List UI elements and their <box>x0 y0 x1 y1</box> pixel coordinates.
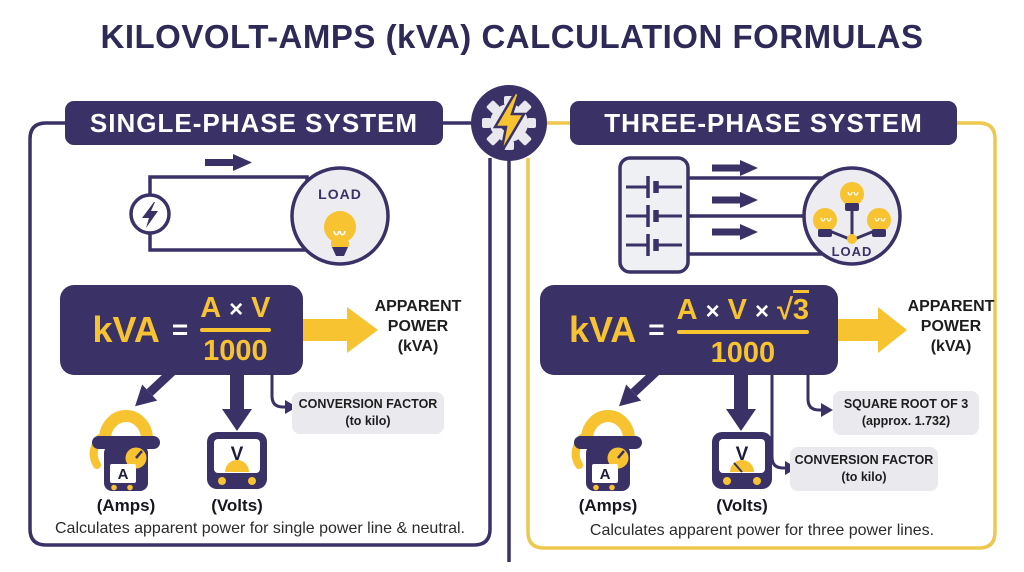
load-label-right: LOAD <box>831 244 873 259</box>
apparent-power-label-left: APPARENT POWER (kVA) <box>362 297 474 357</box>
clamp-meter-icon-left: A <box>89 410 160 491</box>
sqrt-connector-right <box>806 373 833 417</box>
bulb-icon <box>324 211 356 256</box>
phase-arrows <box>712 160 758 240</box>
formula-denominator: 1000 <box>710 337 776 369</box>
note-line1: CONVERSION FACTOR <box>794 453 934 468</box>
apparent-line2: POWER <box>920 318 982 335</box>
conversion-factor-note-right: CONVERSION FACTOR (to kilo) <box>790 447 938 491</box>
load-label-left: LOAD <box>318 186 362 202</box>
fraction-bar <box>676 330 810 334</box>
clamp-meter-icon-right: A <box>571 410 642 491</box>
volts-caption-right: (Volts) <box>716 496 768 515</box>
conversion-connector-left <box>270 375 297 414</box>
single-phase-header-label: SINGLE-PHASE SYSTEM <box>89 107 419 138</box>
formula-equals: = <box>171 314 189 345</box>
formula-volts-term: V <box>251 292 271 324</box>
apparent-line1: APPARENT <box>907 298 995 315</box>
apparent-line2: POWER <box>387 318 449 335</box>
voltmeter-icon-left: V <box>207 432 267 489</box>
amps-caption-right: (Amps) <box>578 496 638 515</box>
formula-amps-term: A <box>676 294 698 326</box>
three-phase-circuit <box>618 156 902 274</box>
three-phase-formula: kVA = A × V × √3 1000 <box>540 285 838 375</box>
radical-sign: √ <box>776 294 793 326</box>
volts-arrow-left <box>222 373 252 431</box>
battery-symbols <box>626 176 682 256</box>
formula-amps-term: A <box>200 292 222 324</box>
amps-caption-left: (Amps) <box>96 496 156 515</box>
three-phase-caption: Calculates apparent power for three powe… <box>589 522 935 539</box>
result-arrow-right <box>838 307 907 353</box>
volt-meter-letter: V <box>736 444 749 465</box>
radicand: 3 <box>792 290 810 327</box>
three-bulbs-icon <box>813 182 891 244</box>
formula-equals: = <box>648 314 665 345</box>
source-lightning-icon <box>142 202 158 228</box>
three-phase-header-label: THREE-PHASE SYSTEM <box>604 107 923 138</box>
note-line2: (approx. 1.732) <box>861 414 951 428</box>
formula-denominator: 1000 <box>203 335 268 367</box>
volts-arrow-right <box>726 373 756 431</box>
apparent-line3: (kVA) <box>930 338 972 355</box>
multiply-sign: × <box>754 298 769 325</box>
amp-meter-letter: A <box>600 466 611 483</box>
note-line1: CONVERSION FACTOR <box>298 397 438 412</box>
single-phase-header: SINGLE-PHASE SYSTEM <box>65 101 443 145</box>
phase-wires <box>688 176 822 256</box>
note-line2: (to kilo) <box>345 414 391 428</box>
formula-fraction: A × V 1000 <box>200 292 271 368</box>
apparent-line1: APPARENT <box>374 298 462 315</box>
result-arrow-left <box>303 307 378 353</box>
conversion-factor-note-left: CONVERSION FACTOR (to kilo) <box>292 392 444 434</box>
single-phase-circuit <box>129 154 390 266</box>
formula-lhs: kVA <box>568 309 637 350</box>
formula-volts-term: V <box>727 294 747 326</box>
volts-caption-left: (Volts) <box>211 496 263 515</box>
amp-meter-letter: A <box>118 466 129 483</box>
formula-fraction: A × V × √3 1000 <box>676 290 810 370</box>
single-phase-caption: Calculates apparent power for single pow… <box>54 520 465 537</box>
note-line1: SQUARE ROOT OF 3 <box>843 397 969 412</box>
volt-meter-letter: V <box>231 444 244 465</box>
single-phase-panel-border <box>28 121 492 547</box>
gear-lightning-icon <box>471 85 547 161</box>
multiply-sign: × <box>229 296 244 323</box>
voltmeter-icon-right: V <box>712 432 772 489</box>
apparent-line3: (kVA) <box>397 338 439 355</box>
page-title: KILOVOLT-AMPS (kVA) CALCULATION FORMULAS <box>100 18 924 55</box>
sqrt3-note-right: SQUARE ROOT OF 3 (approx. 1.732) <box>833 391 979 435</box>
three-phase-header: THREE-PHASE SYSTEM <box>570 101 957 145</box>
apparent-power-label-right: APPARENT POWER (kVA) <box>895 297 1007 357</box>
multiply-sign: × <box>705 298 720 325</box>
formula-lhs: kVA <box>92 309 160 350</box>
three-phase-panel-border <box>526 121 997 550</box>
fraction-bar <box>200 328 271 332</box>
current-arrow-icon <box>205 154 252 171</box>
single-phase-formula: kVA = A × V 1000 <box>60 285 303 375</box>
sqrt3-term: √3 <box>776 290 810 327</box>
note-line2: (to kilo) <box>841 470 887 484</box>
